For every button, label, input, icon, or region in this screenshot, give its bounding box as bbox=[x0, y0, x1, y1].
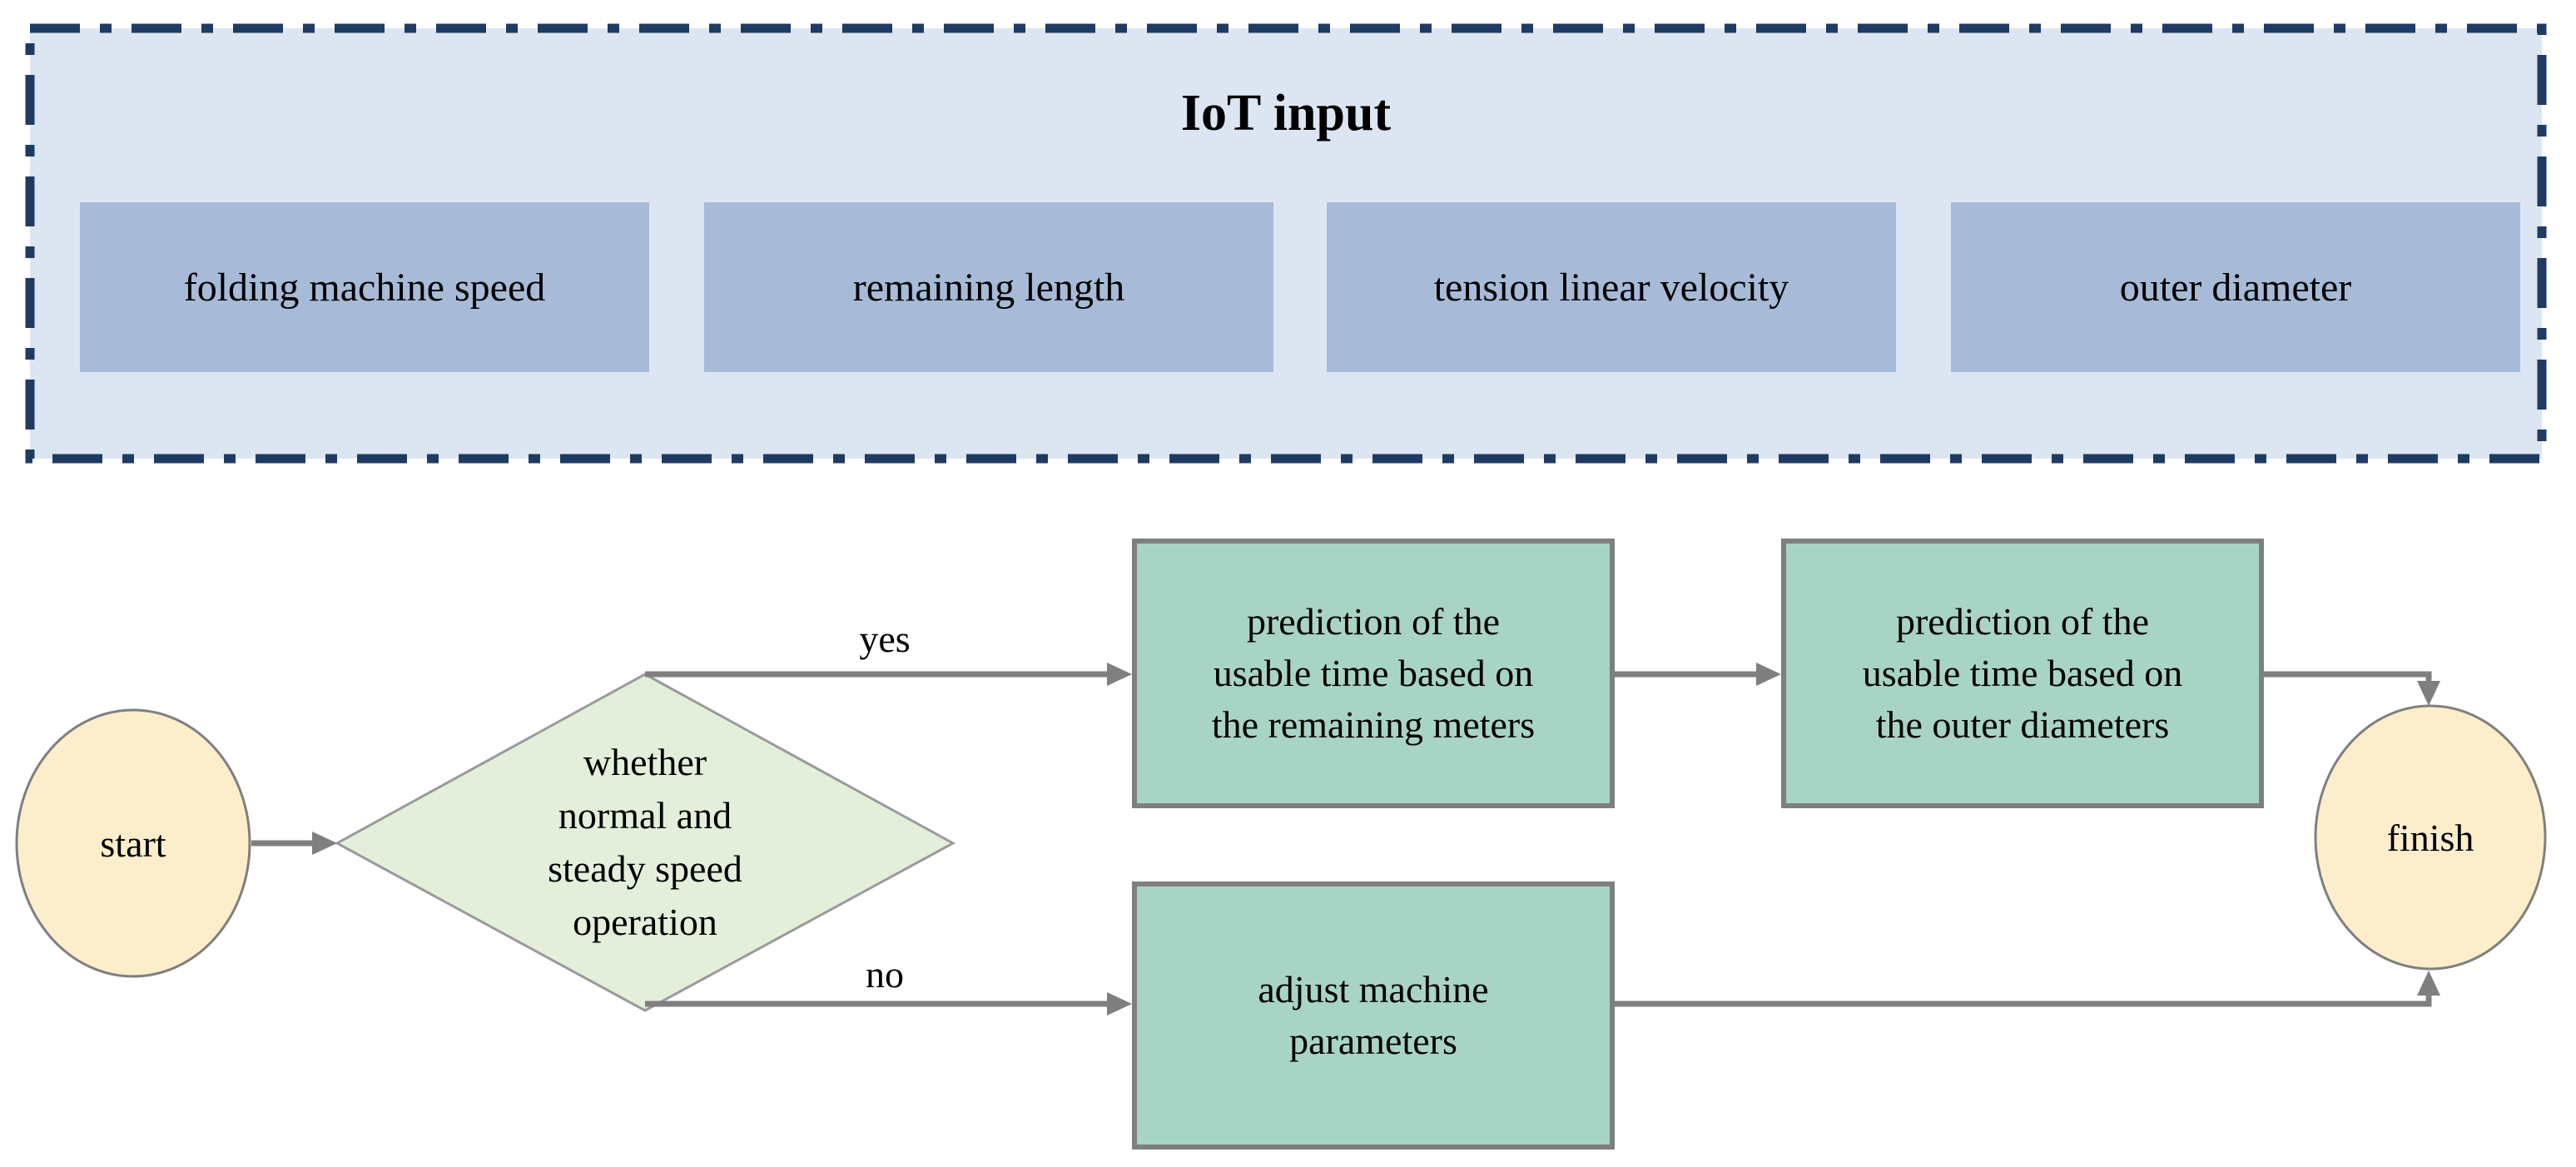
connector-adjust-to-finish bbox=[1615, 996, 2432, 1007]
iot-panel-title: IoT input bbox=[1180, 84, 1392, 142]
start-terminal-shape bbox=[15, 708, 251, 978]
decision-line: whether bbox=[583, 741, 707, 783]
process-box-outer-diameters: prediction of the usable time based on t… bbox=[1781, 539, 2264, 808]
input-box-label: remaining length bbox=[852, 265, 1125, 310]
process-line: adjust machine bbox=[1258, 968, 1489, 1011]
decision-line: operation bbox=[573, 901, 717, 943]
decision-line: normal and bbox=[558, 794, 732, 837]
process-line: usable time based on bbox=[1862, 652, 2183, 694]
connector-outer-to-finish bbox=[2264, 671, 2432, 683]
input-box-label: tension linear velocity bbox=[1433, 265, 1789, 310]
process-line: the remaining meters bbox=[1211, 703, 1536, 746]
arrowhead-adjust-to-finish-icon bbox=[2417, 971, 2440, 996]
input-box-folding-machine-speed: folding machine speed bbox=[80, 202, 649, 372]
decision-diamond-text: whether normal and steady speed operatio… bbox=[462, 736, 828, 949]
process-line: prediction of the bbox=[1246, 600, 1500, 643]
decision-line: steady speed bbox=[548, 847, 742, 890]
arrowhead-outer-to-finish-icon bbox=[2417, 681, 2440, 706]
input-box-remaining-length: remaining length bbox=[704, 202, 1273, 372]
input-box-label: folding machine speed bbox=[183, 265, 546, 310]
process-line: the outer diameters bbox=[1875, 703, 2170, 746]
arrowhead-yes-branch-icon bbox=[1107, 663, 1132, 686]
arrowhead-remaining-to-outer-icon bbox=[1756, 663, 1781, 686]
process-line: prediction of the bbox=[1895, 600, 2149, 643]
start-terminal-label: start bbox=[100, 822, 166, 865]
process-box-remaining-meters: prediction of the usable time based on t… bbox=[1132, 539, 1615, 808]
input-box-label: outer diameter bbox=[2119, 265, 2352, 310]
finish-terminal-shape bbox=[2314, 704, 2547, 971]
no-branch-label: no bbox=[866, 952, 904, 996]
process-line: parameters bbox=[1289, 1020, 1457, 1062]
yes-branch-label: yes bbox=[859, 617, 911, 660]
arrowhead-start-to-decision-icon bbox=[312, 832, 337, 855]
process-line: usable time based on bbox=[1213, 652, 1534, 694]
arrowhead-no-branch-icon bbox=[1107, 992, 1132, 1016]
finish-terminal-label: finish bbox=[2386, 816, 2474, 859]
process-box-adjust-parameters: adjust machine parameters bbox=[1132, 881, 1615, 1150]
input-box-tension-linear-velocity: tension linear velocity bbox=[1327, 202, 1896, 372]
decision-diamond-shape bbox=[334, 673, 956, 1012]
input-box-outer-diameter: outer diameter bbox=[1951, 202, 2520, 372]
